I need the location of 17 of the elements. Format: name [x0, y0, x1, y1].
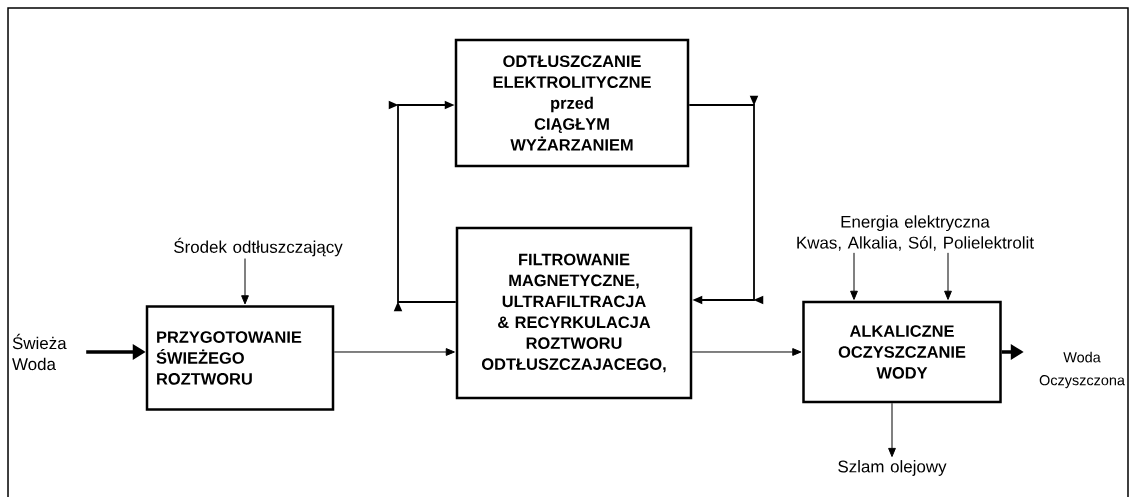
- arrow: [688, 95, 764, 305]
- arrow: [888, 402, 896, 458]
- arrow: [691, 348, 802, 356]
- process-box: ALKALICZNE OCZYSZCZANIE WODY: [802, 300, 1002, 404]
- process-box: FILTROWANIE MAGNETYCZNE, ULTRAFILTRACJA & RECYRKULACJA ROZTWORU ODTŁUSZCZAJACEGO,: [455, 226, 693, 400]
- arrow: [850, 252, 858, 300]
- arrow: [388, 100, 457, 312]
- process-box: PRZYGOTOWANIE ŚWIEŻEGO ROZTWORU: [145, 305, 335, 411]
- text-label: Woda Oczyszczona: [1039, 351, 1125, 389]
- text-label: Środek odtłuszczający: [174, 237, 343, 257]
- text-label: Świeża Woda: [12, 333, 67, 371]
- arrow: [944, 252, 952, 300]
- text-label: Szlam olejowy: [838, 460, 947, 476]
- text-label: Energia elektryczna Kwas, Alkalia, Sól, Polielektrolit: [797, 215, 1034, 251]
- process-box: ODTŁUSZCZANIE ELEKTROLITYCZNE przed CIĄGŁYM WYŻARZANIEM: [454, 38, 690, 168]
- arrow: [333, 348, 455, 356]
- arrow: [241, 258, 249, 305]
